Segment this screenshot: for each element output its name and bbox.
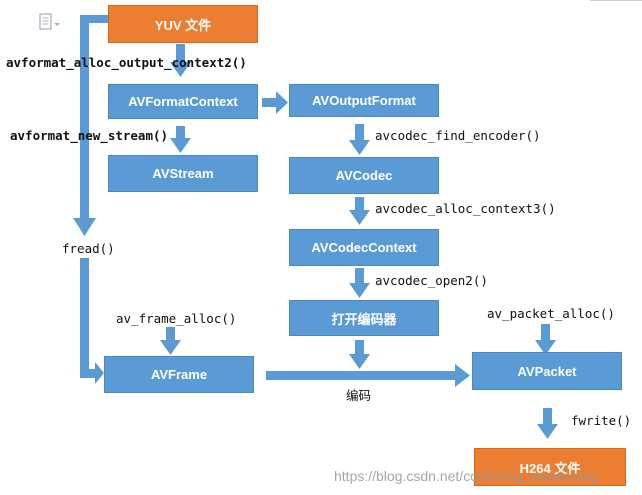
watermark: https://blog.csdn.net/confusing_awakenin… <box>334 468 598 484</box>
arrow-left-vertical-bottom <box>80 258 89 375</box>
avframe-box: AVFrame <box>104 356 254 393</box>
yuv-file-box: YUV 文件 <box>108 5 258 43</box>
open-encoder-box: 打开编码器 <box>289 300 439 336</box>
arrow-left-head-top <box>73 218 96 236</box>
avoutputformat-box: AVOutputFormat <box>289 84 439 117</box>
label-new-stream: avformat_new_stream() <box>10 128 169 143</box>
arrow-left-to-frame <box>80 369 96 378</box>
label-frame-alloc: av_frame_alloc() <box>116 311 237 326</box>
avformatcontext-box: AVFormatContext <box>108 84 258 119</box>
label-packet-alloc: av_packet_alloc() <box>487 306 615 321</box>
label-encode: 编码 <box>346 388 372 403</box>
label-fwrite: fwrite() <box>571 413 632 428</box>
avstream-box: AVStream <box>108 155 258 192</box>
label-alloc-output-context: avformat_alloc_output_context2() <box>6 55 247 70</box>
label-find-encoder: avcodec_find_encoder() <box>375 128 541 143</box>
label-open2: avcodec_open2() <box>375 273 488 288</box>
top-edge-line <box>590 0 642 1</box>
h264-file-box: H264 文件 <box>474 448 626 486</box>
arrow-head-into-frame <box>95 362 104 384</box>
avcodec-box: AVCodec <box>289 157 439 194</box>
avpacket-box: AVPacket <box>472 352 622 390</box>
avcodeccontext-box: AVCodecContext <box>289 229 439 266</box>
document-icon <box>38 13 60 33</box>
label-alloc-context3: avcodec_alloc_context3() <box>375 201 556 216</box>
label-fread: fread() <box>62 241 115 256</box>
arrow-yuv-to-left-line <box>88 15 108 23</box>
arrow-left-vertical-top <box>80 15 89 218</box>
